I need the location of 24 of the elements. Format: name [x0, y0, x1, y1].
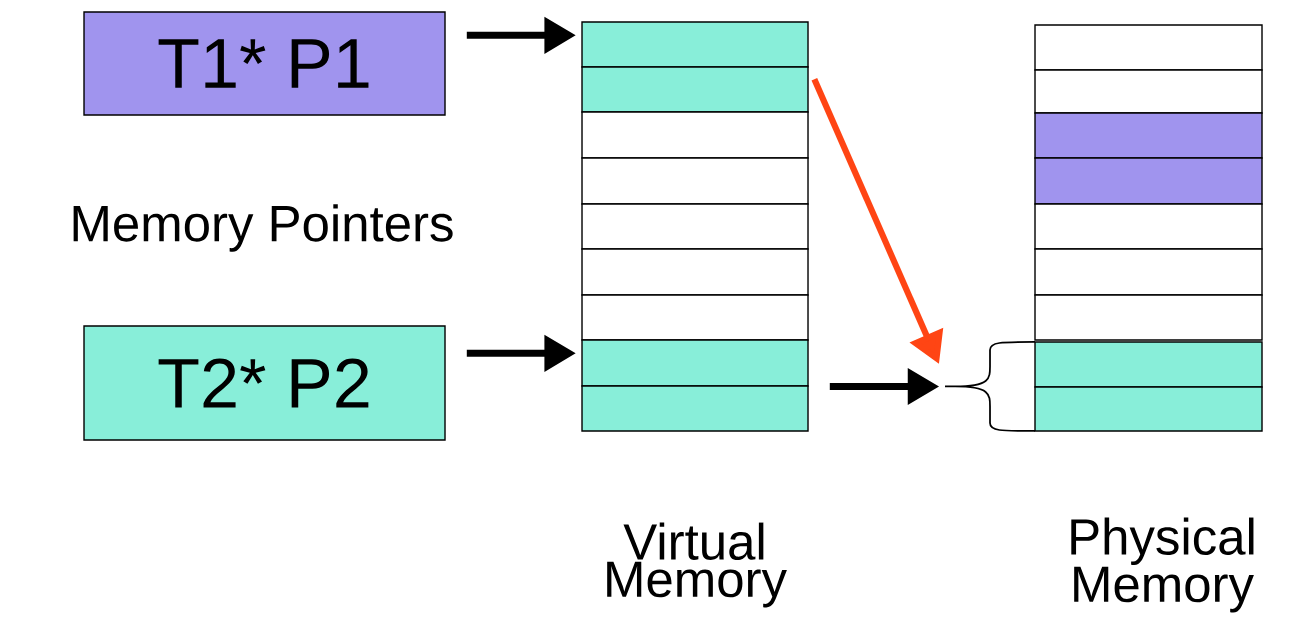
memory-cell: [581, 203, 809, 250]
memory-cell: [581, 111, 809, 159]
memory-cell: [581, 66, 809, 113]
pointer-box: T2* P2: [83, 325, 446, 441]
memory-cell: [581, 385, 809, 432]
memory-cell: [1034, 248, 1263, 296]
pointer-box: T1* P1: [83, 11, 446, 116]
memory-cell: [581, 157, 809, 205]
memory-cell: [1034, 157, 1263, 205]
text-label: Memory Pointers: [73, 204, 453, 252]
memory-cell: [581, 294, 809, 341]
memory-cell: [1034, 341, 1263, 388]
memory-cell: [1034, 69, 1263, 114]
memory-cell: [1034, 112, 1263, 159]
memory-cell: [1034, 203, 1263, 250]
memory-cell: [1034, 294, 1263, 341]
text-label: Virtual Memory: [607, 522, 787, 608]
memory-cell: [581, 339, 809, 387]
memory-cell: [1034, 386, 1263, 432]
text-label: Physical Memory: [1071, 517, 1254, 613]
memory-cell: [1034, 24, 1263, 71]
memory-cell: [581, 248, 809, 296]
brace: [944, 341, 1036, 432]
memory-cell: [581, 21, 809, 68]
